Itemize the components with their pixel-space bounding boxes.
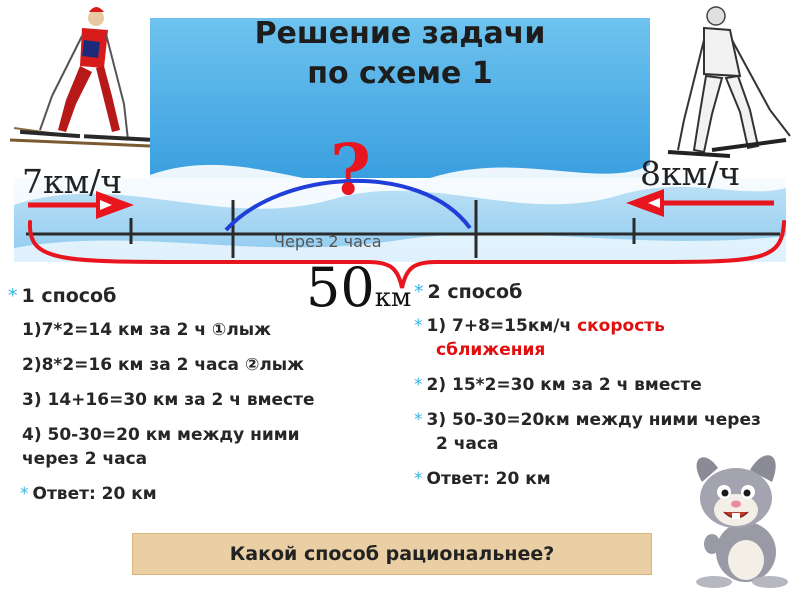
- method-2-answer: *Ответ: 20 км: [414, 469, 551, 489]
- title-line-2: по схеме 1: [307, 56, 493, 91]
- method-2-step-3: *3) 50-30=20км между ними через 2 часа: [414, 410, 761, 454]
- method-1-answer: *Ответ: 20 км: [20, 484, 157, 504]
- title-line-1: Решение задачи: [254, 16, 546, 51]
- skier-red-icon: [9, 7, 151, 148]
- distance-value: 50: [306, 256, 375, 319]
- method-2-heading: *2 способ: [414, 281, 523, 303]
- distance-unit: км: [374, 283, 412, 313]
- left-speed-label: 7км/ч: [22, 162, 123, 201]
- method-2-step-1: *1) 7+8=15км/ч скорость сближения: [414, 316, 665, 360]
- total-distance-brace: [27, 220, 786, 289]
- bullet-star-icon: *: [414, 410, 423, 430]
- right-arrow: [626, 189, 774, 217]
- bullet-star-icon: *: [414, 316, 423, 336]
- left-arrow: [28, 191, 134, 219]
- bullet-star-icon: *: [414, 375, 423, 395]
- bullet-star-icon: *: [414, 281, 424, 303]
- method-1-column: *1 способ 1)7*2=14 км за 2 ч ①лыж 2)8*2=…: [8, 282, 368, 506]
- method-2-column: *2 способ *1) 7+8=15км/ч скорость сближе…: [414, 278, 794, 502]
- after-two-hours-label: Через 2 часа: [274, 232, 382, 251]
- wave-white-2: [14, 178, 786, 209]
- skier-white-icon: [667, 6, 791, 158]
- bullet-star-icon: *: [414, 469, 423, 489]
- bullet-star-icon: *: [20, 484, 29, 504]
- gap-arc: [224, 179, 472, 232]
- bunny-icon: [696, 455, 788, 588]
- method-1-step-4: 4) 50-30=20 км между ними через 2 часа: [22, 425, 300, 469]
- method-2-step-2: *2) 15*2=30 км за 2 ч вместе: [414, 375, 702, 395]
- sky-panel: [150, 18, 650, 178]
- closing-speed-text: скорость сближения: [436, 316, 665, 360]
- total-distance-label: 50км: [306, 258, 411, 331]
- question-mark: ?: [330, 128, 372, 211]
- wave-white: [150, 164, 650, 187]
- method-1-heading: *1 способ: [8, 285, 117, 307]
- right-speed-label: 8км/ч: [640, 154, 741, 193]
- method-1-step-1: 1)7*2=14 км за 2 ч ①лыж: [22, 320, 272, 340]
- method-1-step-3: 3) 14+16=30 км за 2 ч вместе: [22, 390, 315, 410]
- wave-light: [14, 234, 786, 262]
- slide-title: Решение задачи по схеме 1: [190, 14, 610, 94]
- bullet-star-icon: *: [8, 285, 18, 307]
- question-banner: Какой способ рациональнее?: [132, 533, 652, 575]
- method-1-step-2: 2)8*2=16 км за 2 часа ②лыж: [22, 355, 305, 375]
